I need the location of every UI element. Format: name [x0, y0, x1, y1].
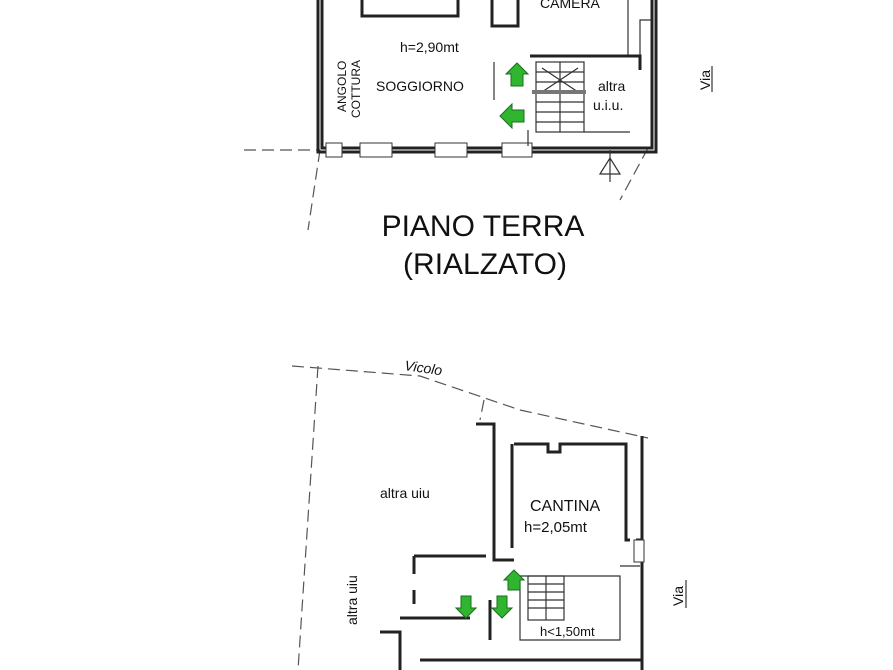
stair-wall — [530, 54, 642, 70]
interior-wall — [380, 630, 402, 670]
entrance-marker-icon — [598, 150, 622, 182]
height-label: h=2,90mt — [400, 39, 459, 55]
window — [359, 142, 393, 158]
stair-steps — [536, 62, 584, 132]
floor-subtitle: (RIALZATO) — [403, 248, 567, 281]
low-room-outline — [519, 575, 621, 641]
room-label-camera: CAMERA — [540, 0, 601, 11]
other-unit-label-2: u.i.u. — [593, 97, 623, 113]
property-line — [619, 147, 649, 201]
up-arrow-icon — [504, 62, 530, 87]
other-unit-label-side: altra uiu — [344, 575, 360, 625]
alley-label: Vicolo — [404, 357, 444, 378]
room-label-cottura: COTTURA — [349, 60, 363, 118]
interior-wall — [360, 0, 460, 18]
property-line — [479, 399, 485, 421]
room-label-cantina: CANTINA — [530, 498, 601, 515]
down-arrow-icon — [490, 595, 514, 619]
interior-wall — [490, 0, 520, 28]
interior-wall — [627, 0, 652, 57]
low-height-label: h<1,50mt — [540, 624, 595, 639]
window — [325, 142, 343, 158]
lower-floor-plan: Vicolo altra uiu altra uiu CANTINA h=2,0… — [291, 357, 687, 670]
other-unit-label: altra — [598, 78, 625, 94]
property-line — [307, 149, 321, 231]
stair-landing — [532, 90, 586, 94]
up-arrow-icon — [502, 569, 526, 591]
down-arrow-icon — [454, 595, 478, 619]
other-unit-label: altra uiu — [380, 485, 430, 501]
outer-wall-inner — [316, 0, 658, 154]
upper-floor-plan: CAMERA h=2,90mt SOGGIORNO ANGOLO COTTURA… — [244, 0, 713, 281]
property-line — [297, 365, 319, 670]
room-label-angolo: ANGOLO — [335, 61, 349, 112]
floor-title: PIANO TERRA — [382, 210, 585, 243]
room-label-soggiorno: SOGGIORNO — [376, 78, 464, 94]
interior-wall — [476, 422, 514, 562]
street-label: Via — [697, 70, 713, 90]
interior-wall — [400, 554, 492, 640]
partition — [527, 130, 630, 146]
property-line — [291, 365, 649, 439]
window — [434, 142, 468, 158]
window — [633, 539, 645, 563]
height-label: h=2,05mt — [524, 519, 588, 536]
outer-wall — [320, 0, 654, 150]
left-arrow-icon — [499, 102, 525, 130]
cantina-wall — [510, 442, 630, 548]
street-label: Via — [670, 586, 686, 606]
stair-steps — [528, 576, 564, 620]
window — [501, 142, 533, 158]
